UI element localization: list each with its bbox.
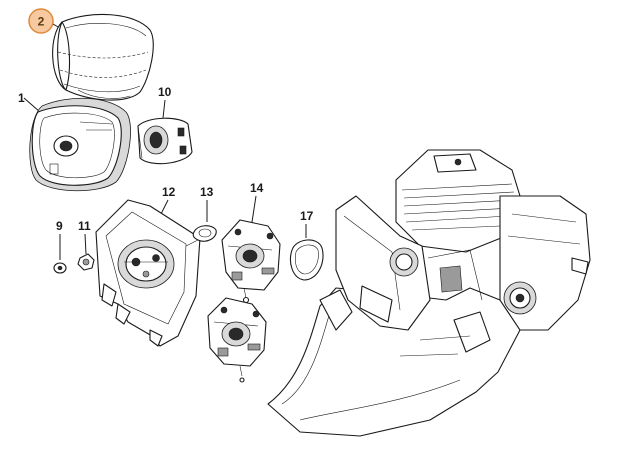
callout-14[interactable]: 14 <box>250 181 264 223</box>
part-12-filter-base <box>95 199 201 347</box>
callout-11[interactable]: 11 <box>78 219 91 255</box>
engine-assembly <box>267 149 591 437</box>
part-11-nut <box>77 253 95 271</box>
callout-2[interactable]: 2 <box>28 8 71 35</box>
callout-12[interactable]: 12 <box>159 185 176 217</box>
part-17-ring-gasket <box>289 239 324 281</box>
callout-2-label: 2 <box>38 15 45 29</box>
part-10-choke-shutter <box>137 117 193 165</box>
part-14-carburetor <box>221 219 281 304</box>
callout-17-label: 17 <box>300 209 314 223</box>
callout-17[interactable]: 17 <box>300 209 314 238</box>
callout-9[interactable]: 9 <box>56 219 63 260</box>
part-1-air-filter <box>29 97 131 192</box>
part-carburetor-alt <box>207 297 267 383</box>
callout-2-highlight <box>28 8 54 34</box>
callout-10-label: 10 <box>158 85 172 99</box>
callout-1-label: 1 <box>18 91 25 105</box>
part-13-gasket <box>192 225 217 242</box>
callout-12-label: 12 <box>162 185 176 199</box>
callout-13[interactable]: 13 <box>200 185 214 222</box>
callout-13-label: 13 <box>200 185 214 199</box>
callout-1[interactable]: 1 <box>18 91 41 113</box>
part-9-washer <box>53 262 67 274</box>
callout-10[interactable]: 10 <box>158 85 172 119</box>
callout-11-label: 11 <box>78 219 91 233</box>
callout-14-label: 14 <box>250 181 264 195</box>
callout-9-label: 9 <box>56 219 63 233</box>
part-2-prefilter-sleeve <box>52 13 154 101</box>
